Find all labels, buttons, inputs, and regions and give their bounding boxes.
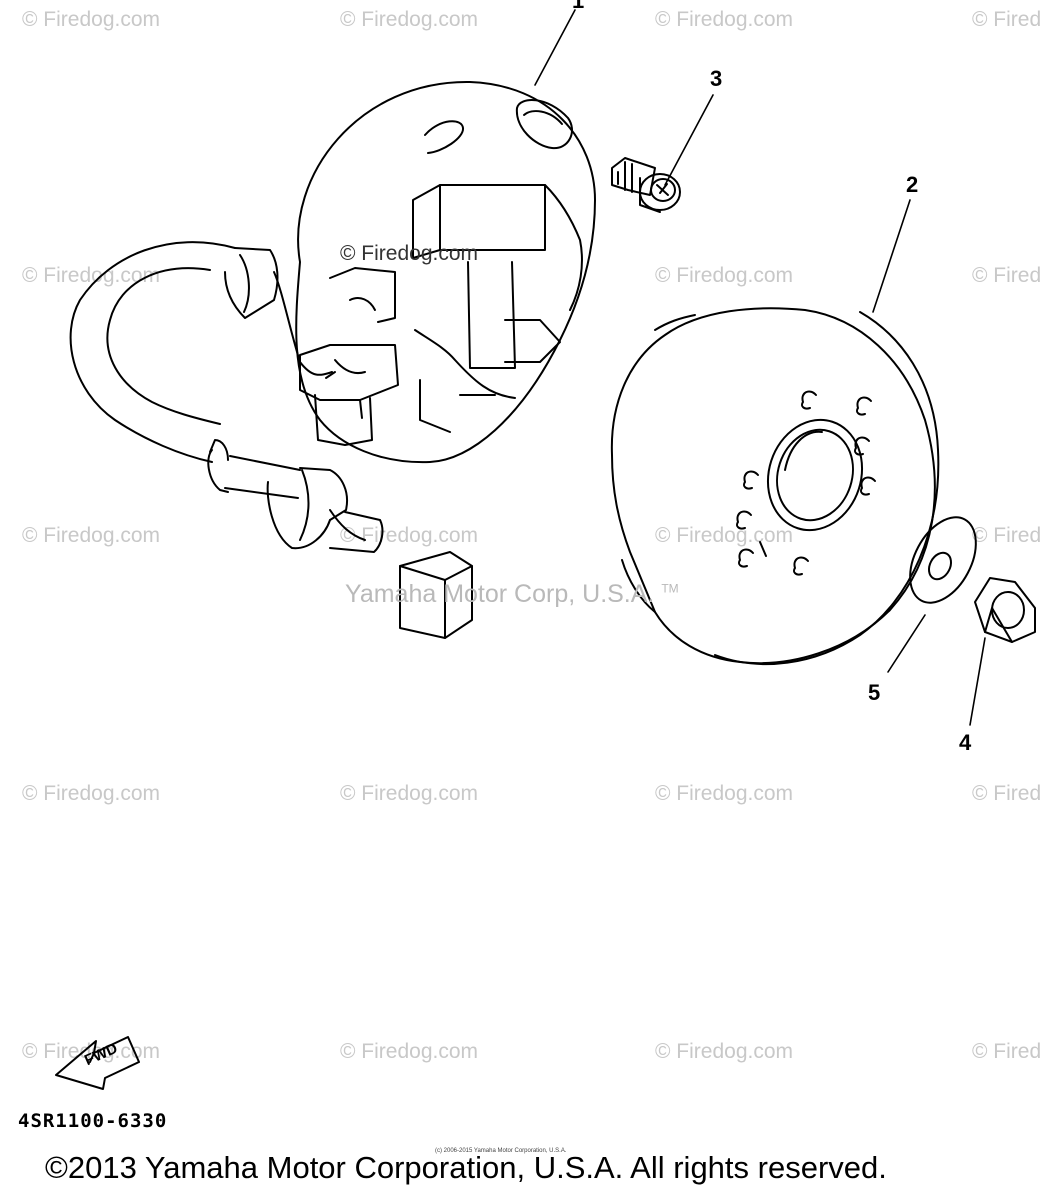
trademark-mark: TM xyxy=(661,581,679,596)
leader-lines xyxy=(534,9,986,726)
callout-5: 5 xyxy=(868,680,881,705)
watermark: © Firedog.com xyxy=(655,8,794,31)
watermark: © Firedog.com xyxy=(340,524,479,547)
firedog-watermark: © Firedog.com xyxy=(340,242,479,265)
watermark: © Firedog.com xyxy=(22,782,161,805)
fwd-arrow-icon xyxy=(55,1036,140,1090)
diagram-part-code: 4SR1100-6330 xyxy=(18,1110,168,1132)
copyright-notice: ©2013 Yamaha Motor Corporation, U.S.A. A… xyxy=(45,1150,887,1185)
wire-harness xyxy=(69,241,473,639)
watermark: © Firedog.com xyxy=(340,8,479,31)
watermark: © Firedog.com xyxy=(22,8,161,31)
nut xyxy=(974,577,1036,643)
watermark: © Fired xyxy=(972,8,1042,31)
callout-3: 3 xyxy=(710,66,723,91)
watermark: © Fired xyxy=(972,524,1042,547)
yamaha-watermark-text: Yamaha Motor Corp, U.S.A. xyxy=(345,580,655,608)
callout-4: 4 xyxy=(959,730,972,755)
watermark: © Firedog.com xyxy=(22,524,161,547)
watermark: © Firedog.com xyxy=(655,782,794,805)
watermark: © Fired xyxy=(972,264,1042,287)
watermark: © Firedog.com xyxy=(22,264,161,287)
watermark: © Firedog.com xyxy=(340,782,479,805)
watermark: © Firedog.com xyxy=(655,264,794,287)
watermark: © Fired xyxy=(972,782,1042,805)
small-copyright: (c) 2006-2015 Yamaha Motor Corporation, … xyxy=(435,1148,567,1154)
watermark: © Firedog.com xyxy=(655,1040,794,1063)
watermark: © Firedog.com xyxy=(655,524,794,547)
watermark: © Firedog.com xyxy=(22,1040,161,1063)
watermark: © Fired xyxy=(972,1040,1042,1063)
callout-2: 2 xyxy=(906,172,919,197)
stator-assembly xyxy=(295,80,596,464)
washer xyxy=(909,516,977,604)
yamaha-watermark: Yamaha Motor Corp, U.S.A. TM xyxy=(345,580,679,609)
watermark: © Firedog.com xyxy=(340,1040,479,1063)
callout-1: 1 xyxy=(572,0,585,13)
flywheel-rotor xyxy=(610,307,940,666)
screw xyxy=(611,157,681,213)
